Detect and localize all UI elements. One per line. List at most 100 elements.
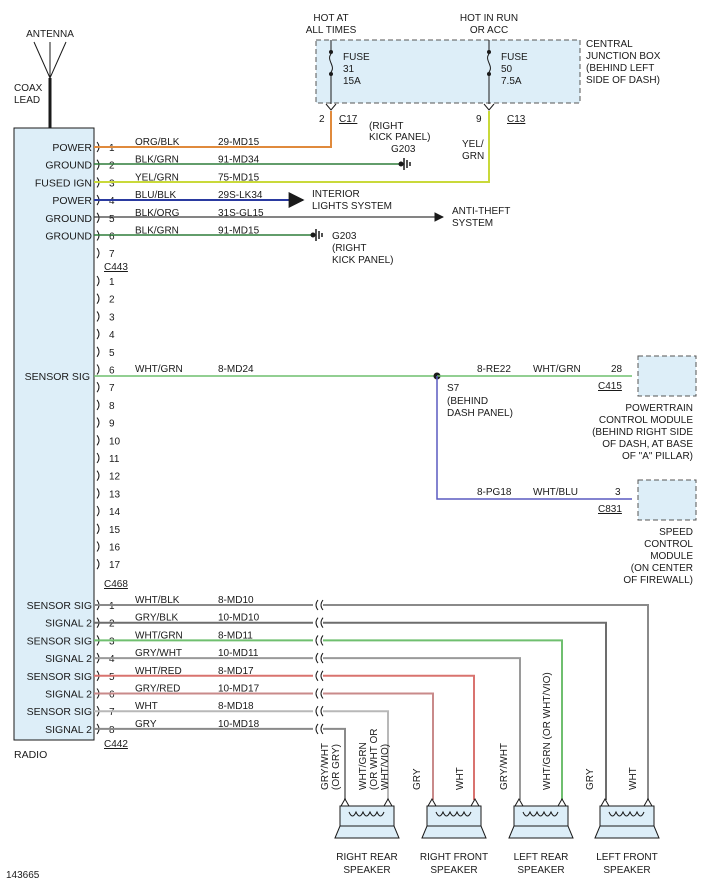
c442-pin-2: 2 xyxy=(109,619,115,630)
left-wire: GRY xyxy=(585,768,596,790)
speaker-route-5 xyxy=(323,674,475,800)
c468-pin-1: 1 xyxy=(109,277,115,288)
c468-pin-8: 8 xyxy=(109,401,115,412)
speaker-terminal-icon xyxy=(514,797,524,807)
pcm-label-3: (BEHIND RIGHT SIDE xyxy=(592,427,693,438)
speaker-name-1: RIGHT FRONT xyxy=(420,852,488,863)
fuse-50-number: 50 xyxy=(501,64,513,75)
c468-pin-14: 14 xyxy=(109,507,121,518)
c442-func-8: SIGNAL 2 xyxy=(45,724,92,736)
wire-29-md15 xyxy=(94,111,332,148)
c443-pin-bracket xyxy=(96,247,100,259)
fuse-31-rating: 15A xyxy=(343,76,361,87)
c442-pin-5: 5 xyxy=(109,672,115,683)
cjb-label-3: (BEHIND LEFT xyxy=(586,63,654,74)
connector-c415: C415 xyxy=(598,381,622,392)
speaker-name-2: SPEAKER xyxy=(603,865,650,876)
c443-color-1: ORG/BLK xyxy=(135,137,180,148)
c442-color-8: GRY xyxy=(135,719,157,730)
c468-pin-bracket xyxy=(96,417,100,428)
c468-pin-12: 12 xyxy=(109,472,121,483)
c443-func-1: POWER xyxy=(52,142,92,154)
c442-circuit-5: 8-MD17 xyxy=(218,666,254,677)
pcm-label-2: CONTROL MODULE xyxy=(599,415,693,426)
speaker-name-2: SPEAKER xyxy=(343,865,390,876)
hot-run-label-1: HOT IN RUN xyxy=(460,13,518,24)
speaker-terminal-icon xyxy=(340,797,350,807)
c442-circuit-7: 8-MD18 xyxy=(218,701,254,712)
c443-color-2: BLK/GRN xyxy=(135,155,179,166)
c442-pin-8: 8 xyxy=(109,725,115,736)
speaker-route-4 xyxy=(323,657,521,800)
c443-pin-4: 4 xyxy=(109,196,115,207)
speaker-name-2: SPEAKER xyxy=(430,865,477,876)
scm-label-4: (ON CENTER xyxy=(631,563,693,574)
lower-circuit: 8-PG18 xyxy=(477,487,512,498)
speaker-terminal-icon xyxy=(470,797,480,807)
c443-pin-1: 1 xyxy=(109,143,115,154)
wire-75-md15 xyxy=(94,111,490,183)
upper-color: WHT/GRN xyxy=(533,364,581,375)
speaker-name-1: RIGHT REAR xyxy=(336,852,398,863)
speaker-coil-icon xyxy=(348,810,385,817)
inline-connector-icon xyxy=(315,723,324,735)
c442-circuit-1: 8-MD10 xyxy=(218,595,254,606)
speaker-terminal-icon xyxy=(643,797,653,807)
speaker-route-6 xyxy=(323,692,434,800)
pcm-label-4: OF DASH, AT BASE xyxy=(602,439,693,450)
c442-circuit-8: 10-MD18 xyxy=(218,719,260,730)
speaker-route-2 xyxy=(323,621,607,800)
right-wire: WHT/VIO) xyxy=(380,744,391,790)
upper-circuit: 8-RE22 xyxy=(477,364,511,375)
c442-circuit-2: 10-MD10 xyxy=(218,613,260,624)
c468-pin-10: 10 xyxy=(109,436,121,447)
c468-pin-6: 6 xyxy=(109,366,115,377)
c442-color-7: WHT xyxy=(135,701,158,712)
c468-pin-11: 11 xyxy=(109,454,120,465)
inline-connector-icon xyxy=(315,688,324,699)
scm-label-5: OF FIREWALL) xyxy=(623,575,693,586)
fuse-31-number: 31 xyxy=(343,64,355,75)
cjb-pin-9: 9 xyxy=(476,114,482,125)
c442-pin-7: 7 xyxy=(109,707,115,718)
scm-label-2: CONTROL xyxy=(644,539,693,550)
c468-sensor-path: SENSOR SIG WHT/GRN 8-MD24 S7 (BEHIND DAS… xyxy=(25,355,697,586)
inline-connector-icon xyxy=(315,652,324,664)
yelgrn-2: GRN xyxy=(462,151,484,162)
connector-c17: C17 xyxy=(339,114,358,125)
c442-func-3: SENSOR SIG xyxy=(27,635,92,647)
c442-color-3: WHT/GRN xyxy=(135,630,183,641)
speaker-terminal-icon xyxy=(600,797,610,807)
c468-pin-bracket xyxy=(96,523,100,535)
c442-color-4: GRY/WHT xyxy=(135,648,182,659)
fuse-31-label: FUSE xyxy=(343,52,370,63)
right-wire: WHT/GRN (OR WHT/VIO) xyxy=(542,672,553,790)
c468-wire-color: WHT/GRN xyxy=(135,364,183,375)
c442-pin-3: 3 xyxy=(109,636,115,647)
c468-pin-3: 3 xyxy=(109,312,115,323)
fuse-50-icon xyxy=(487,53,491,73)
c442-func-1: SENSOR SIG xyxy=(27,600,92,612)
g203-top: G203 xyxy=(391,144,416,155)
c468-pin-bracket xyxy=(96,558,100,570)
left-wire: GRY/WHT xyxy=(499,743,510,790)
interior-1: INTERIOR xyxy=(312,189,360,200)
inline-connector-icon xyxy=(315,635,324,646)
speaker-terminal-icon xyxy=(427,797,437,807)
connector-c831: C831 xyxy=(598,504,622,515)
c443-pin-3: 3 xyxy=(109,178,115,189)
speaker-terminal-icon xyxy=(557,797,567,807)
c443-func-3: FUSED IGN xyxy=(35,177,92,189)
speaker-name-1: LEFT FRONT xyxy=(596,852,657,863)
upper-pin: 28 xyxy=(611,364,623,375)
yelgrn-1: YEL/ xyxy=(462,139,484,150)
coax-label-1: COAX xyxy=(14,83,43,94)
connector-c13: C13 xyxy=(507,114,526,125)
scm-label-1: SPEED xyxy=(659,527,693,538)
connector-c443: C443 xyxy=(104,262,128,273)
cjb-box xyxy=(315,39,581,104)
